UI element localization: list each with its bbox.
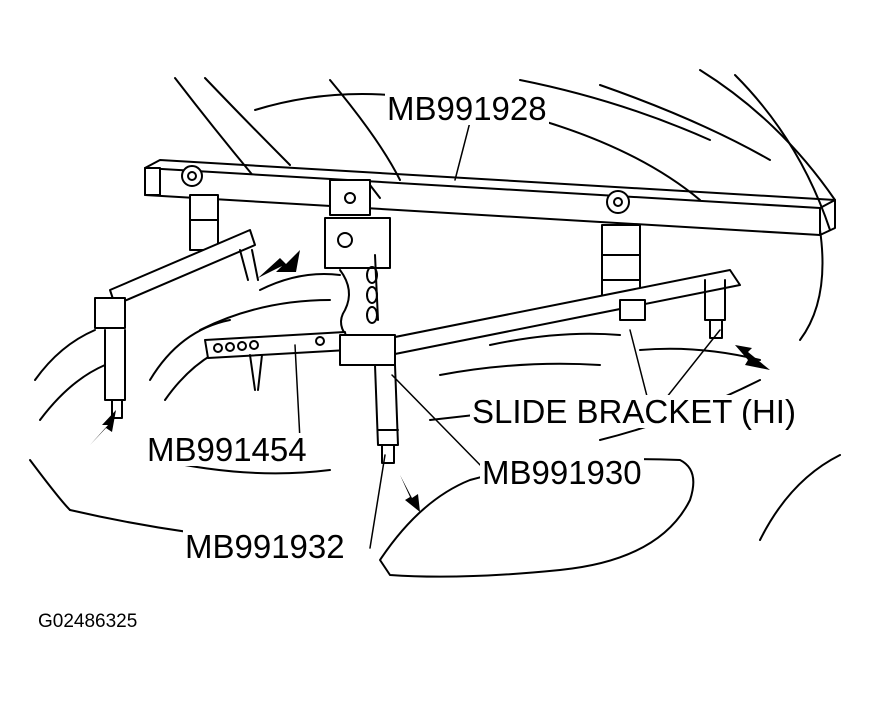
slide-bracket [379,224,741,356]
hood-outline [174,69,836,341]
label-adjust-bar: MB991454 [145,431,309,468]
attachment-arrows [90,250,770,512]
label-top-beam: MB991928 [385,90,549,127]
label-slide-bracket: SLIDE BRACKET (HI) [470,393,798,430]
center-chain-block [324,179,391,341]
left-upright [94,194,259,419]
center-leg [339,334,399,464]
label-front-leg: MB991932 [183,528,347,565]
top-beam [144,159,836,236]
adjust-bar [204,331,349,391]
label-center-leg: MB991930 [480,454,644,491]
figure-id: G02486325 [38,611,138,632]
